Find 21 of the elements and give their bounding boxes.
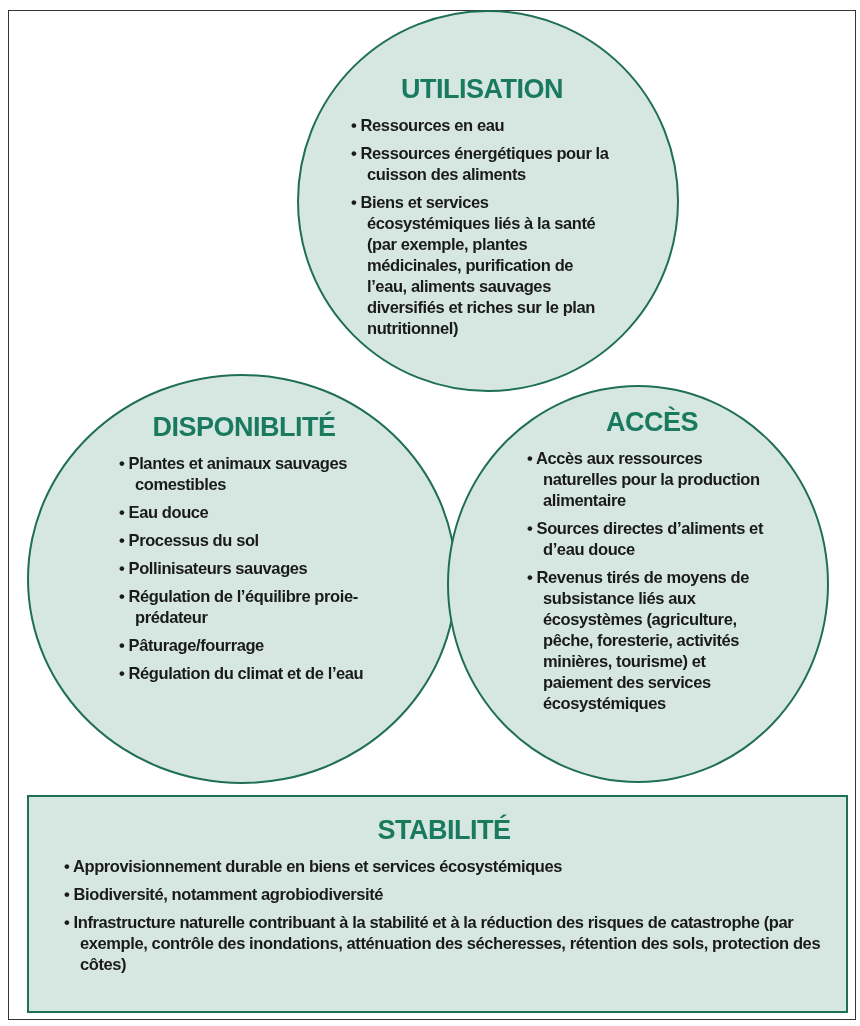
bullet-item: • Plantes et animaux sauvages comestibles bbox=[119, 453, 349, 495]
bullet-item: • Sources directes d’aliments et d’eau douce bbox=[527, 518, 765, 560]
bullet-item: • Eau douce bbox=[119, 502, 210, 523]
bullet-item: • Pollinisateurs sauvages bbox=[119, 558, 309, 579]
bullet-item: • Ressources énergétiques pour la cuisson des aliments bbox=[351, 143, 610, 185]
category-heading: DISPONIBLITÉ bbox=[151, 412, 337, 443]
bullet-item: • Processus du sol bbox=[119, 530, 260, 551]
bullet-item: • Régulation de l’équilibre proie-prédateur bbox=[119, 586, 359, 628]
bullet-item: • Pâturage/fourrage bbox=[119, 635, 265, 656]
bullet-item: • Accès aux ressources naturelles pour la production alimentaire bbox=[527, 448, 761, 511]
category-panel bbox=[27, 795, 848, 1013]
bullet-item: • Ressources en eau bbox=[351, 115, 506, 136]
bullet-item: • Infrastructure naturelle contribuant à la stabilité et à la réduction des risques de catastrophe (par exemple, contrôle des inondations, atténuation des sécheresses, rétention des sols, protection des côtes) bbox=[64, 912, 822, 975]
bullet-item: • Revenus tirés de moyens de subsistance liés aux écosystèmes (agriculture, pêche, foresterie, activités minières, tourisme) et paiement des services écosystémiques bbox=[527, 567, 750, 714]
bullet-item: • Biens et services écosystémiques liés à la santé (par exemple, plantes médicinales, purification de l’eau, aliments sauvages diversifiés et riches sur le plan nutritionnel) bbox=[351, 192, 597, 339]
bullet-item: • Régulation du climat et de l’eau bbox=[119, 663, 365, 684]
category-heading: STABILITÉ bbox=[376, 815, 512, 846]
bullet-item: • Biodiversité, notamment agrobiodiversité bbox=[64, 884, 385, 905]
category-heading: UTILISATION bbox=[400, 74, 564, 105]
category-heading: ACCÈS bbox=[605, 407, 699, 438]
bullet-item: • Approvisionnement durable en biens et services écosystémiques bbox=[64, 856, 564, 877]
